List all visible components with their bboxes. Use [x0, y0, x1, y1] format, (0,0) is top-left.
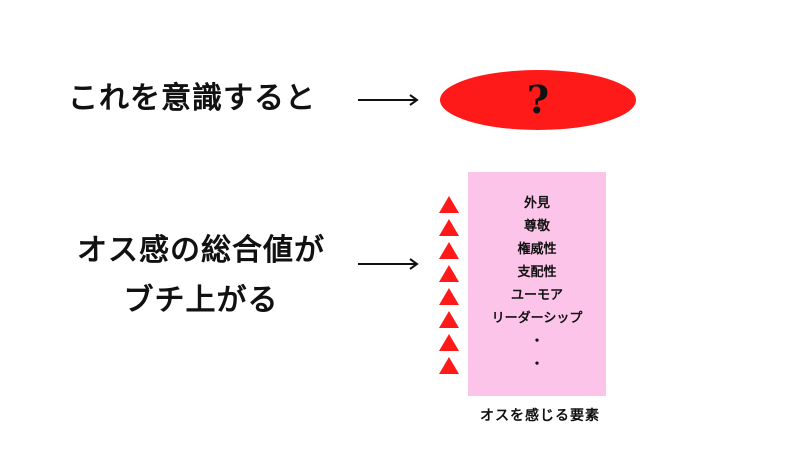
triangle-up-icon: [439, 288, 459, 305]
factor-item: 外見: [523, 196, 550, 211]
triangle-up-icon: [439, 334, 459, 351]
factor-item: ・: [530, 357, 544, 372]
triangle-up-icon: [439, 265, 459, 282]
factor-item: 尊敬: [523, 219, 550, 234]
arrow-right-icon: [358, 94, 419, 106]
question-mark: ?: [526, 77, 550, 122]
increase-indicators: [439, 196, 461, 380]
top-statement: これを意識すると: [68, 81, 316, 116]
triangle-up-icon: [439, 357, 459, 374]
factor-item: ・: [530, 334, 544, 349]
factor-box: 外見 尊敬 権威性 支配性 ユーモア リーダーシップ ・ ・: [468, 172, 606, 396]
bottom-statement-line-1: オス感の総合値が: [77, 233, 325, 268]
factor-item: 支配性: [517, 265, 557, 280]
bottom-statement: オス感の総合値が ブチ上がる: [70, 226, 332, 326]
question-ellipse: ?: [440, 70, 636, 130]
triangle-up-icon: [439, 196, 459, 213]
bottom-statement-line-2: ブチ上がる: [123, 283, 279, 318]
arrow-right-icon: [358, 258, 419, 270]
factor-item: ユーモア: [510, 288, 563, 303]
box-caption: オスを感じる要素: [480, 408, 600, 424]
factor-item: リーダーシップ: [491, 311, 583, 326]
factor-list: 外見 尊敬 権威性 支配性 ユーモア リーダーシップ ・ ・: [468, 192, 606, 376]
triangle-up-icon: [439, 242, 459, 259]
triangle-up-icon: [439, 219, 459, 236]
factor-item: 権威性: [517, 242, 557, 257]
triangle-up-icon: [439, 311, 459, 328]
